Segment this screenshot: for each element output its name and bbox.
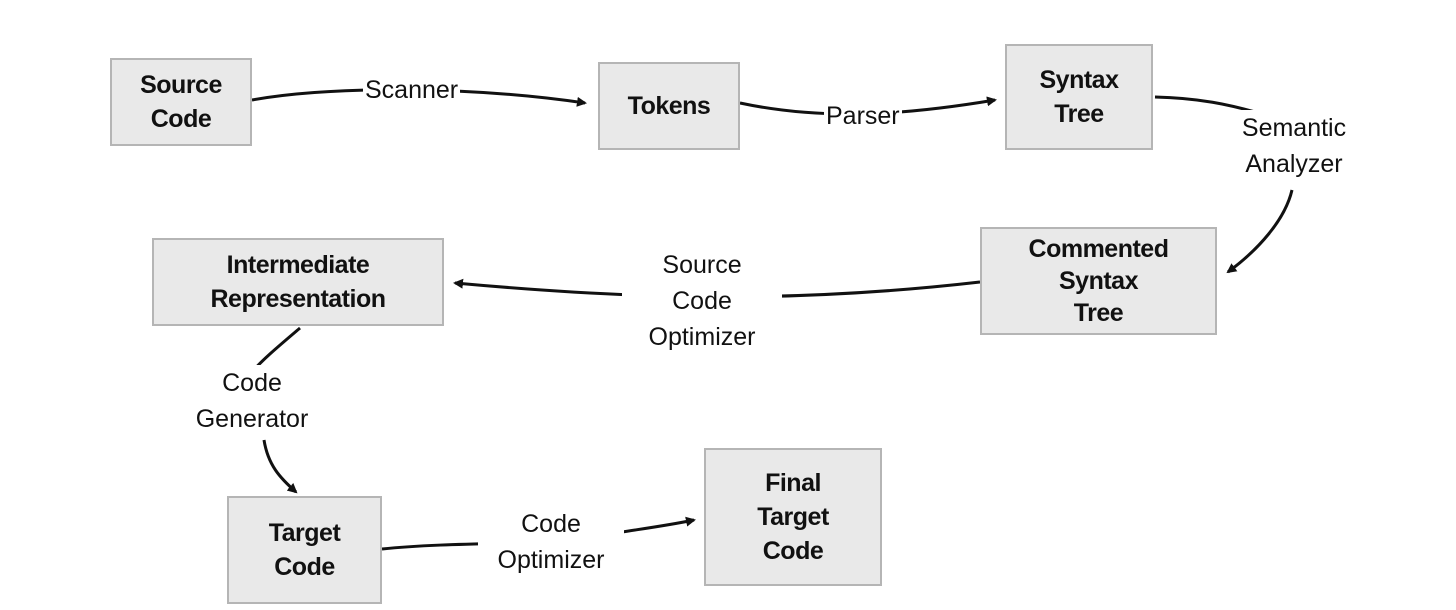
label-scanner: Scanner [363, 72, 461, 108]
node-source-code-line-1: Source [140, 71, 222, 99]
label-semantic-analyzer: Semantic Analyzer [1226, 110, 1362, 182]
node-final-target-code-line-3: Code [762, 537, 824, 565]
node-intermediate-representation-line-1: Intermediate [226, 251, 370, 279]
node-tokens-line-1: Tokens [627, 92, 711, 120]
node-commented-syntax-tree-line-2: Syntax [1059, 267, 1138, 295]
label-code-optimizer: Code Optimizer [478, 506, 624, 578]
node-final-target-code-line-1: Final [765, 469, 821, 497]
label-code-generator-line-1: Code [222, 369, 282, 397]
node-tokens: Tokens [598, 62, 740, 150]
node-commented-syntax-tree-line-3: Tree [1073, 299, 1124, 327]
node-source-code: Source Code [110, 58, 252, 146]
label-code-optimizer-line-1: Code [521, 510, 581, 538]
node-commented-syntax-tree: Commented Syntax Tree [980, 227, 1217, 335]
label-code-optimizer-line-2: Optimizer [497, 546, 605, 574]
label-semantic-analyzer-line-1: Semantic [1241, 114, 1347, 142]
node-target-code: Target Code [227, 496, 382, 604]
label-source-code-optimizer: Source Code Optimizer [622, 247, 782, 355]
node-commented-syntax-tree-line-1: Commented [1028, 235, 1169, 263]
node-target-code-line-2: Code [274, 553, 335, 581]
label-parser: Parser [824, 98, 902, 134]
node-final-target-code-line-2: Target [757, 503, 829, 531]
node-syntax-tree-line-2: Tree [1054, 100, 1104, 128]
label-parser-line-1: Parser [826, 102, 900, 130]
node-source-code-line-2: Code [150, 105, 212, 133]
node-intermediate-representation-line-2: Representation [210, 285, 386, 313]
node-intermediate-representation: Intermediate Representation [152, 238, 444, 326]
node-syntax-tree-line-1: Syntax [1039, 66, 1119, 94]
node-syntax-tree: Syntax Tree [1005, 44, 1153, 150]
node-final-target-code: Final Target Code [704, 448, 882, 586]
label-source-code-optimizer-line-1: Source [662, 251, 742, 279]
label-scanner-line-1: Scanner [365, 76, 459, 104]
label-source-code-optimizer-line-2: Code [672, 287, 732, 315]
label-code-generator-line-2: Generator [195, 405, 309, 433]
label-code-generator: Code Generator [176, 365, 328, 437]
node-target-code-line-1: Target [268, 519, 341, 547]
edge-semantic-analyzer [1154, 95, 1294, 272]
label-source-code-optimizer-line-3: Optimizer [648, 323, 756, 351]
label-semantic-analyzer-line-2: Analyzer [1245, 150, 1343, 178]
